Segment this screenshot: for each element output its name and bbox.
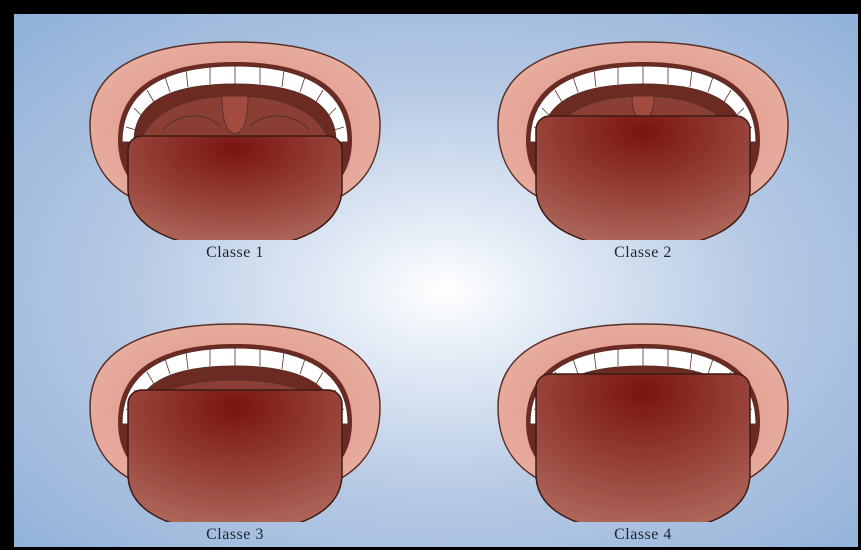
mouth-class-1: Classe 1 — [70, 30, 400, 270]
mouth-illustration — [70, 30, 400, 240]
tongue — [128, 390, 342, 522]
mouth-caption: Classe 3 — [70, 526, 400, 544]
mouth-class-3: Classe 3 — [70, 312, 400, 550]
mouth-caption: Classe 4 — [478, 526, 808, 544]
tongue — [536, 116, 750, 240]
mouth-illustration — [478, 30, 808, 240]
mouth-illustration — [70, 312, 400, 522]
diagram-panel: Classe 1 — [14, 14, 858, 547]
tongue — [536, 374, 750, 522]
mouth-class-2: Classe 2 — [478, 30, 808, 270]
mouth-caption: Classe 1 — [70, 244, 400, 262]
mouth-caption: Classe 2 — [478, 244, 808, 262]
tongue — [128, 136, 342, 240]
mouth-illustration — [478, 312, 808, 522]
mouth-class-4: Classe 4 — [478, 312, 808, 550]
